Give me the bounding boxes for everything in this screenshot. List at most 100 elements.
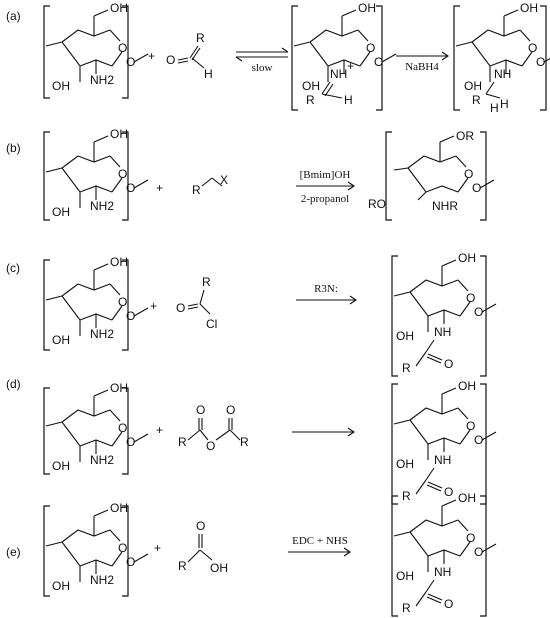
glycosidic-oxygen: O [536, 55, 545, 69]
bond-line [61, 541, 113, 567]
oh-group: OH [52, 79, 70, 93]
bond-line [191, 57, 205, 69]
ring-oxygen: O [118, 541, 127, 555]
bond-line [111, 431, 123, 447]
bond-line [393, 531, 411, 537]
amide-nh: NH [434, 565, 451, 579]
oh-group: OH [110, 255, 128, 269]
bond-line [61, 421, 113, 447]
amine-group: NH [494, 67, 511, 81]
carbonyl-oxygen: O [444, 357, 453, 371]
glycosidic-oxygen: O [126, 55, 135, 69]
r-group: R [306, 93, 315, 107]
bond-line [177, 57, 189, 61]
bond-line [61, 167, 113, 193]
bond-line [133, 53, 149, 63]
bond-line [61, 529, 111, 543]
hydroxyl-group: OH [210, 561, 228, 575]
left-bracket [391, 255, 398, 377]
glycosidic-oxygen: O [474, 305, 483, 319]
bond-line [45, 541, 63, 547]
bond-line [426, 484, 442, 492]
right-bracket [480, 495, 487, 617]
oh-group: OH [458, 251, 476, 265]
bond-line [109, 155, 121, 168]
bond-line [393, 167, 409, 171]
bond-line [441, 387, 457, 395]
carbonyl-oxygen: O [196, 403, 205, 417]
bond-line [109, 529, 121, 542]
ether-group: OR [456, 129, 474, 143]
oh-group: OH [110, 381, 128, 395]
reaction-label-e: (e) [6, 545, 21, 559]
carbonyl-oxygen: O [196, 519, 205, 533]
right-bracket [376, 5, 383, 111]
bond-line [409, 291, 461, 317]
ring-oxygen: O [464, 167, 473, 181]
bond-line [471, 29, 521, 43]
left-bracket [391, 495, 398, 617]
plus-sign: + [150, 299, 157, 313]
glycosidic-oxygen: O [126, 181, 135, 195]
bond-line [93, 509, 109, 517]
bond-line [427, 353, 443, 361]
oh-group: OH [520, 1, 538, 15]
glycosidic-oxygen: O [126, 555, 135, 569]
bond-line [281, 47, 289, 53]
amine-group: NH2 [90, 453, 114, 467]
oh-group: OH [458, 379, 476, 393]
ring-oxygen: O [118, 421, 127, 435]
bond-line [309, 29, 359, 43]
oh-group: OH [52, 579, 70, 593]
bond-line [415, 591, 427, 607]
bond-line [407, 167, 459, 193]
bond-line [215, 429, 231, 441]
left-bracket [43, 259, 50, 351]
bond-line [521, 51, 533, 67]
oh-group: OH [52, 459, 70, 473]
bond-line [133, 553, 149, 563]
bond-line [441, 259, 457, 267]
bond-line [347, 181, 355, 191]
oh-group: OH [110, 127, 128, 141]
glycosidic-oxygen: O [374, 55, 383, 69]
left-bracket [385, 131, 392, 221]
bond-line [189, 45, 199, 59]
bond-line [109, 283, 121, 296]
ring-oxygen: O [466, 531, 475, 545]
alkyl-halide-reagent: RX [192, 173, 228, 197]
bond-line [111, 551, 123, 567]
bond-line [187, 306, 199, 310]
bond-line [457, 407, 469, 420]
bond-line [111, 177, 123, 193]
bond-line [457, 279, 469, 292]
r-group: R [196, 31, 205, 45]
oh-group: OH [110, 501, 128, 515]
oh-group: OH [464, 79, 482, 93]
left-bracket [291, 5, 298, 111]
right-bracket [122, 505, 129, 597]
amine-group: NH2 [90, 73, 114, 87]
oh-group: OH [396, 329, 414, 343]
right-bracket [480, 131, 487, 221]
arrow-condition-slow: slow [252, 62, 273, 74]
bond-line [199, 429, 209, 441]
right-bracket [480, 383, 487, 505]
arrow-condition-bottom: 2-propanol [301, 193, 349, 205]
amine-group: NH2 [90, 573, 114, 587]
bond-line [409, 279, 459, 293]
r-group: R [178, 435, 187, 449]
amide-nh: NH [434, 325, 451, 339]
bond-line [427, 481, 443, 489]
glycosidic-oxygen: O [126, 435, 135, 449]
glucosamine-unit: OH OO OH NH2 [45, 501, 149, 593]
bond-line [459, 429, 471, 445]
bond-line [229, 429, 241, 441]
bond-line [187, 429, 201, 441]
r-group: R [192, 183, 201, 197]
